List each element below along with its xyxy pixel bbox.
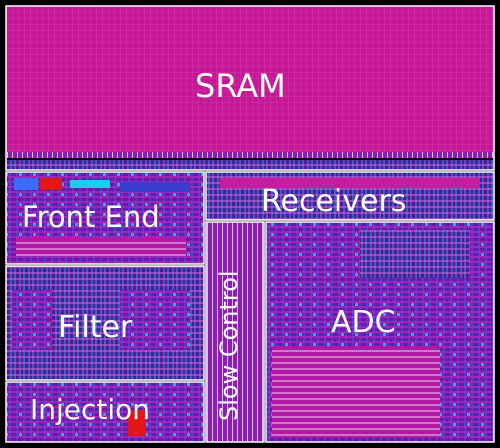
front-end-label: Front End <box>22 200 160 234</box>
filter-block <box>5 265 205 381</box>
injection-label: Injection <box>30 393 151 426</box>
sram-label: SRAM <box>195 67 286 105</box>
receivers-block <box>205 171 495 221</box>
receivers-label: Receivers <box>261 184 407 219</box>
slow-control-label: Slow Control <box>215 270 243 421</box>
slow-control-block <box>205 221 265 443</box>
filter-label: Filter <box>58 310 133 345</box>
front-end-block <box>5 171 205 265</box>
sram-block <box>5 5 495 171</box>
adc-label: ADC <box>331 305 396 340</box>
injection-block <box>5 381 205 443</box>
adc-block <box>265 221 495 443</box>
